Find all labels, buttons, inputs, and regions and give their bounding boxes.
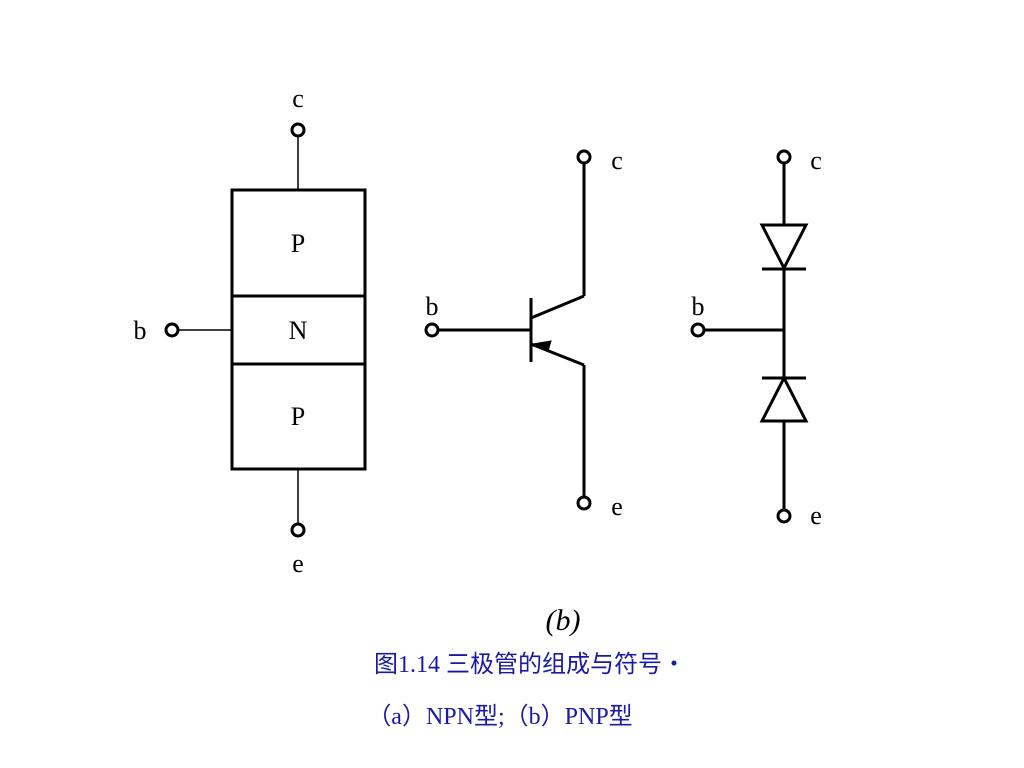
base-terminal <box>164 322 180 338</box>
diode-emitter-terminal <box>776 508 792 524</box>
layer-label-p-top: P <box>291 229 305 258</box>
symbol-label-e: e <box>611 492 623 521</box>
structure-label-e: e <box>292 549 304 578</box>
upper-diode-triangle-icon <box>759 223 809 272</box>
symbol-base-terminal <box>424 322 440 338</box>
structure-label-c: c <box>292 84 304 113</box>
sub-figure-label: (b) <box>546 604 581 637</box>
diode-label-e: e <box>810 501 822 530</box>
symbol-emitter-terminal <box>576 495 592 511</box>
pnp-symbol <box>424 149 592 511</box>
lower-diode-triangle-icon <box>759 374 809 423</box>
pnp-structure <box>164 122 367 538</box>
layer-label-p-bottom: P <box>291 402 305 431</box>
symbol-label-c: c <box>611 146 623 175</box>
figure-caption-subtitle: （a）NPN型;（b）PNP型 <box>367 703 632 730</box>
diode-label-b: b <box>692 292 705 321</box>
symbol-collector-terminal <box>576 149 592 165</box>
layer-label-n: N <box>289 316 308 345</box>
collector-terminal <box>290 122 306 138</box>
symbol-label-b: b <box>426 292 439 321</box>
emitter-arrow-icon <box>531 340 552 352</box>
diode-base-terminal <box>690 322 706 338</box>
symbol-collector-diagonal <box>530 294 585 320</box>
structure-label-b: b <box>134 316 147 345</box>
emitter-terminal <box>290 522 306 538</box>
diode-model <box>690 149 809 524</box>
diode-label-c: c <box>810 146 822 175</box>
diode-collector-terminal <box>776 149 792 165</box>
figure-caption-title: 图1.14 三极管的组成与符号・ <box>374 651 686 678</box>
